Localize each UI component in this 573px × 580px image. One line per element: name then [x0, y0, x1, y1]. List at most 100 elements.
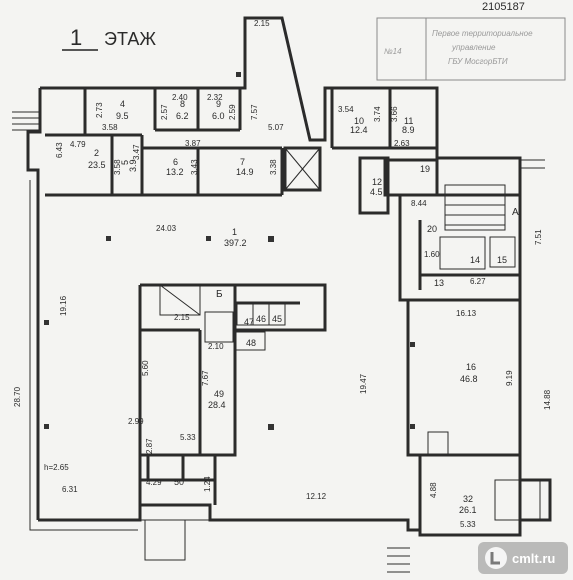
- room-32-area: 26.1: [459, 505, 477, 515]
- dim-2-99: 2.99: [128, 417, 144, 426]
- room-14-number: 14: [470, 255, 480, 265]
- bti-stamp: №14 Первое территориальное управление ГБ…: [376, 17, 566, 81]
- dim-4-29: 4.29: [146, 478, 162, 487]
- dim-6-27: 6.27: [470, 277, 486, 286]
- room-8-number: 8: [180, 99, 185, 109]
- dim-2-40: 2.40: [172, 93, 188, 102]
- dim-12-12: 12.12: [306, 492, 327, 501]
- dimension-labels: 2.15 2.40 2.32 2.73 2.57 2.59 7.57 3.54 …: [13, 19, 552, 529]
- dim-3-74: 3.74: [373, 106, 382, 122]
- room-4-number: 4: [120, 99, 125, 109]
- room-48-number: 48: [246, 338, 256, 348]
- floor-word: ЭТАЖ: [104, 29, 156, 49]
- dim-16-13: 16.13: [456, 309, 477, 318]
- exterior-stairs: [12, 111, 545, 573]
- dim-2-59: 2.59: [228, 104, 237, 120]
- dim-2-32: 2.32: [207, 93, 223, 102]
- dim-5-33-a: 5.33: [180, 433, 196, 442]
- dim-2-73: 2.73: [95, 102, 104, 118]
- room-16-area: 46.8: [460, 374, 478, 384]
- stair-a-label: А: [512, 207, 519, 218]
- room-15-number: 15: [497, 255, 507, 265]
- stamp-line-1: Первое территориальное: [432, 29, 533, 38]
- room-47-number: 47: [244, 317, 254, 327]
- stamp-line-2: управление: [451, 43, 496, 52]
- dim-3-54: 3.54: [338, 105, 354, 114]
- room-labels: 4 9.5 8 6.2 9 6.0 10 12.4 11 8.9 2 23.5 …: [88, 99, 519, 515]
- room-2-area: 23.5: [88, 160, 106, 170]
- dim-3-58-a: 3.58: [102, 123, 118, 132]
- dim-2-63: 2.63: [394, 139, 410, 148]
- dim-2-15-top: 2.15: [254, 19, 270, 28]
- sheet-number: 2105187: [482, 1, 525, 13]
- room-50-number: 50: [174, 477, 184, 487]
- cmlt-watermark: cmlt.ru: [478, 542, 568, 574]
- room-12-area: 4.5: [370, 187, 383, 197]
- dim-28-70: 28.70: [13, 386, 22, 407]
- dim-2-10: 2.10: [208, 342, 224, 351]
- watermark-text: cmlt.ru: [512, 551, 555, 566]
- room-46-number: 46: [256, 314, 266, 324]
- dim-7-51: 7.51: [534, 229, 543, 245]
- room-11-area: 8.9: [402, 125, 415, 135]
- dim-7-67: 7.67: [201, 370, 210, 386]
- dim-3-47: 3.47: [132, 144, 141, 160]
- dim-5-07: 5.07: [268, 123, 284, 132]
- room-1-number: 1: [232, 227, 237, 237]
- room-10-number: 10: [354, 116, 364, 126]
- room-12-number: 12: [372, 177, 382, 187]
- dim-3-87: 3.87: [185, 139, 201, 148]
- room-16-number: 16: [466, 362, 476, 372]
- dim-1-24: 1.24: [203, 476, 212, 492]
- dim-8-44: 8.44: [411, 199, 427, 208]
- room-1-area: 397.2: [224, 238, 247, 248]
- dim-24-03: 24.03: [156, 224, 177, 233]
- dim-2-57: 2.57: [160, 104, 169, 120]
- dim-19-47: 19.47: [359, 373, 368, 394]
- dim-2-87: 2.87: [145, 438, 154, 454]
- room-10-area: 12.4: [350, 125, 368, 135]
- dim-7-57: 7.57: [250, 104, 259, 120]
- room-9-area: 6.0: [212, 111, 225, 121]
- room-45-number: 45: [272, 314, 282, 324]
- dim-19-16: 19.16: [59, 295, 68, 316]
- room-9-number: 9: [216, 99, 221, 109]
- dim-3-38: 3.38: [269, 159, 278, 175]
- room-11-number: 11: [404, 116, 413, 126]
- stamp-line-3: ГБУ МосгорБТИ: [448, 57, 508, 66]
- dim-14-88: 14.88: [543, 389, 552, 410]
- stair-b-label: Б: [216, 289, 223, 300]
- room-7-number: 7: [240, 157, 245, 167]
- stamp-number: №14: [384, 47, 402, 56]
- room-8-area: 6.2: [176, 111, 189, 121]
- top-rooms-walls: [45, 88, 445, 215]
- dim-3-43: 3.43: [190, 159, 199, 175]
- central-block-walls: [138, 283, 327, 561]
- room-2-number: 2: [94, 148, 99, 158]
- columns: [44, 72, 415, 430]
- room-7-area: 14.9: [236, 167, 254, 177]
- dim-1-60: 1.60: [424, 250, 440, 259]
- room-32-number: 32: [463, 494, 473, 504]
- room-49-number: 49: [214, 389, 224, 399]
- dim-3-66: 3.66: [390, 106, 399, 122]
- room-5-area: 3.9: [128, 159, 138, 172]
- room-6-number: 6: [173, 157, 178, 167]
- room-5-number: 5: [120, 160, 130, 165]
- room-6-area: 13.2: [166, 167, 184, 177]
- dim-6-43: 6.43: [55, 142, 64, 158]
- dim-9-19: 9.19: [505, 370, 514, 386]
- room-4-area: 9.5: [116, 111, 129, 121]
- dim-2-15-mid: 2.15: [174, 313, 190, 322]
- dim-6-31: 6.31: [62, 485, 78, 494]
- dim-3-58-b: 3.58: [113, 159, 122, 175]
- room-49-area: 28.4: [208, 400, 226, 410]
- room-20-number: 20: [427, 224, 437, 234]
- dim-h: h=2.65: [44, 463, 69, 472]
- dim-4-79: 4.79: [70, 140, 86, 149]
- right-rooms-walls: [406, 298, 541, 537]
- dim-5-60: 5.60: [141, 360, 150, 376]
- dim-4-88: 4.88: [429, 482, 438, 498]
- floor-number: 1: [70, 25, 82, 50]
